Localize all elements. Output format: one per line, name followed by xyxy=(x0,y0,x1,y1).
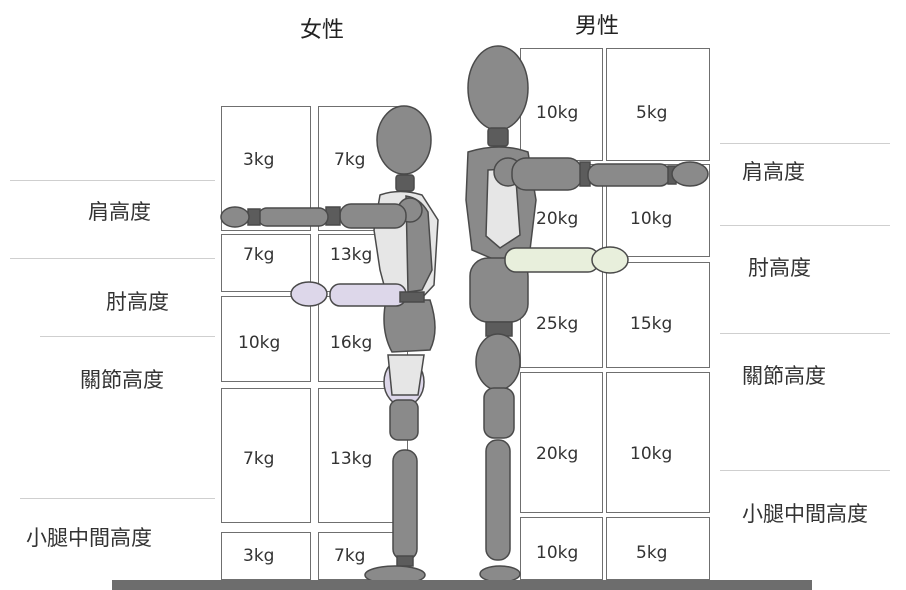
female-cell-r5-outer xyxy=(221,532,311,580)
label-right-shoulder-height: 肩高度 xyxy=(742,160,805,184)
male-cell-r4-inner xyxy=(520,372,603,513)
guide-line-left-midcalf xyxy=(20,498,215,499)
male-value-r4-outer: 10kg xyxy=(630,444,673,464)
female-cell-r3-outer xyxy=(221,296,311,382)
female-cell-r4-outer xyxy=(221,388,311,523)
male-value-r3-outer: 15kg xyxy=(630,314,673,334)
male-value-r3-inner: 25kg xyxy=(536,314,579,334)
male-value-r5-inner: 10kg xyxy=(536,543,579,563)
male-cell-r5-outer xyxy=(606,517,710,580)
female-value-r4-outer: 7kg xyxy=(243,449,275,469)
female-title: 女性 xyxy=(300,18,345,43)
guide-line-right-midcalf xyxy=(720,470,890,471)
female-value-r5-inner: 7kg xyxy=(334,546,366,566)
male-cell-r5-inner xyxy=(520,517,603,580)
male-value-r2-inner: 20kg xyxy=(536,209,579,229)
female-cell-r2-outer xyxy=(221,234,311,292)
guide-line-right-shoulder xyxy=(720,143,890,144)
male-cell-r1-inner xyxy=(520,48,603,161)
label-right-midcalf-height: 小腿中間高度 xyxy=(742,502,868,526)
male-value-r4-inner: 20kg xyxy=(536,444,579,464)
male-cell-r4-outer xyxy=(606,372,710,513)
guide-line-left-knuckle xyxy=(40,336,215,337)
male-cell-r1-outer xyxy=(606,48,710,161)
label-left-shoulder-height: 肩高度 xyxy=(88,200,151,224)
guide-line-left-shoulder xyxy=(10,180,215,181)
female-value-r3-outer: 10kg xyxy=(238,333,281,353)
male-value-r1-inner: 10kg xyxy=(536,103,579,123)
floor-bar xyxy=(112,580,812,590)
female-value-r4-inner: 13kg xyxy=(330,449,373,469)
male-title: 男性 xyxy=(575,14,620,39)
female-value-r5-outer: 3kg xyxy=(243,546,275,566)
female-value-r2-inner: 13kg xyxy=(330,245,373,265)
guide-line-right-knuckle xyxy=(720,333,890,334)
male-value-r5-outer: 5kg xyxy=(636,543,668,563)
male-cell-r3-outer xyxy=(606,262,710,368)
guide-line-right-elbow xyxy=(720,225,890,226)
label-left-knuckle-height: 關節高度 xyxy=(80,368,164,392)
guide-line-left-elbow xyxy=(10,258,215,259)
female-value-r2-outer: 7kg xyxy=(243,245,275,265)
label-left-midcalf-height: 小腿中間高度 xyxy=(26,526,152,550)
male-value-r2-outer: 10kg xyxy=(630,209,673,229)
female-head xyxy=(376,105,432,175)
female-value-r3-inner: 16kg xyxy=(330,333,373,353)
male-head xyxy=(467,45,529,131)
male-value-r1-outer: 5kg xyxy=(636,103,668,123)
label-left-elbow-height: 肘高度 xyxy=(106,290,169,314)
label-right-knuckle-height: 關節高度 xyxy=(742,364,826,388)
label-right-elbow-height: 肘高度 xyxy=(748,256,811,280)
female-value-r1-inner: 7kg xyxy=(334,150,366,170)
male-cell-r3-inner xyxy=(520,262,603,368)
female-value-r1-outer: 3kg xyxy=(243,150,275,170)
